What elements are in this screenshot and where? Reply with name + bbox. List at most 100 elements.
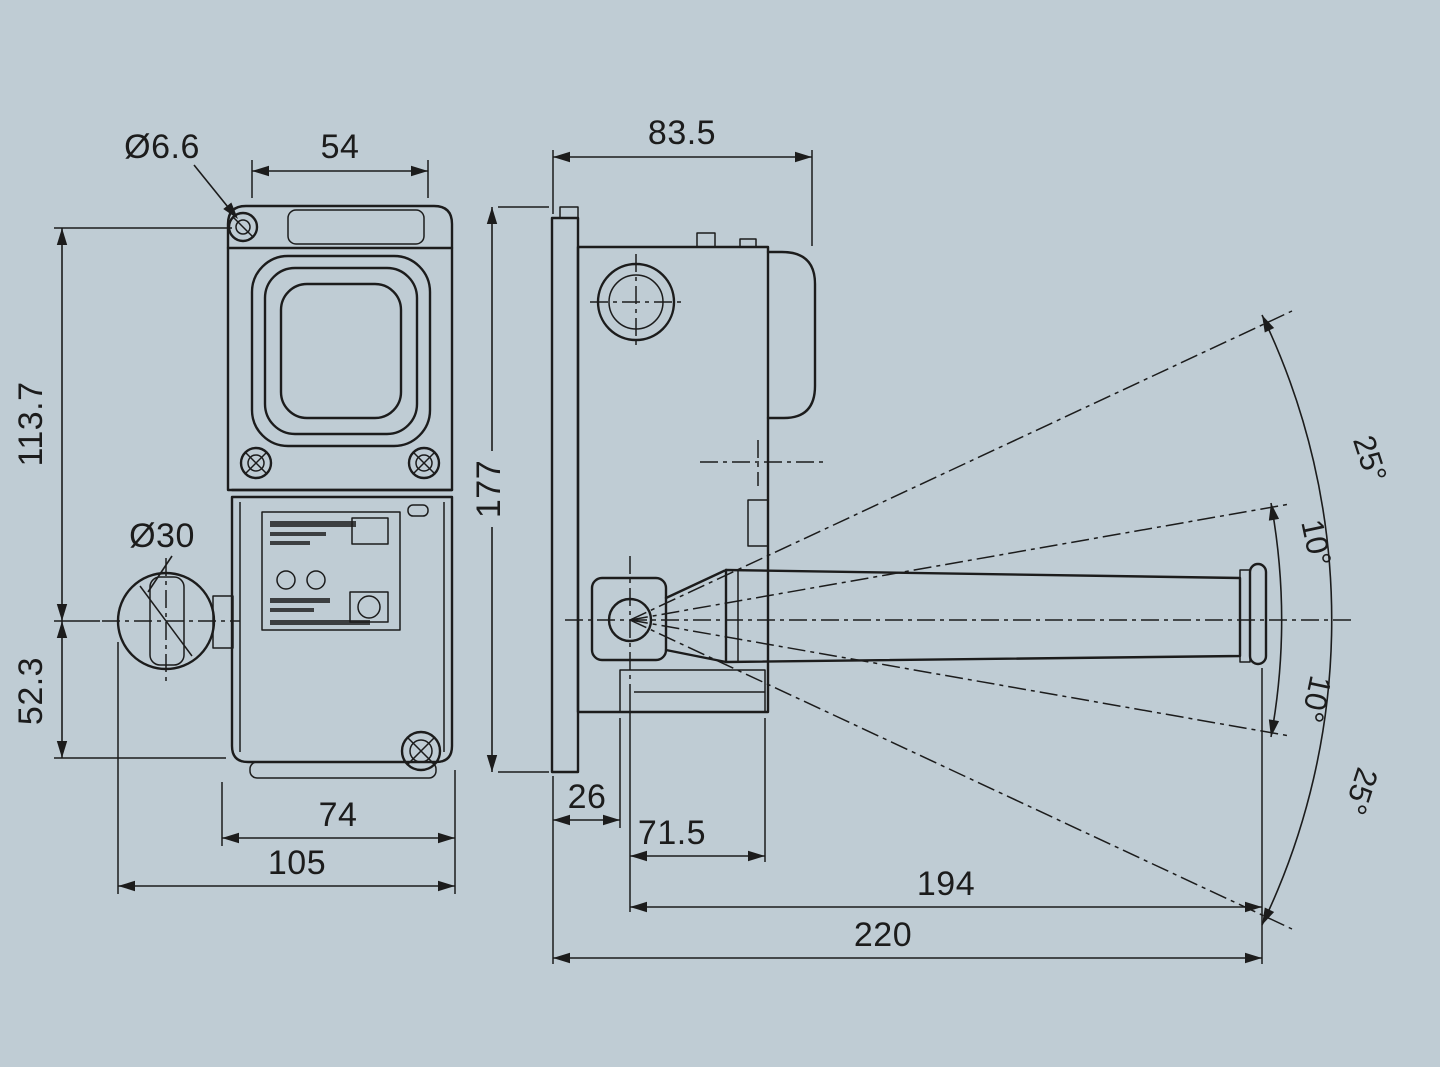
dim-height-177: 177 bbox=[470, 206, 549, 773]
arrowhead-icon bbox=[553, 814, 570, 826]
front-view: 54 Ø6.6 113.7 52.3 Ø30 bbox=[12, 128, 456, 894]
head-screw-right-inner bbox=[415, 454, 433, 472]
body-screw-cross bbox=[406, 736, 436, 766]
body-screw-inner bbox=[409, 739, 433, 763]
head-screw-left-cross bbox=[244, 451, 268, 475]
lever-roller-end bbox=[1248, 562, 1268, 666]
dim-upper-height-113-7: 113.7 bbox=[12, 227, 232, 621]
dim-depth-label: 83.5 bbox=[648, 114, 716, 152]
roller-bracket bbox=[212, 595, 234, 649]
head-opening-mid bbox=[263, 266, 419, 436]
head-lobe bbox=[766, 250, 817, 420]
dim-upper-height-label: 113.7 bbox=[12, 381, 50, 466]
lever-arm bbox=[724, 568, 1242, 664]
arrowhead-icon bbox=[486, 207, 498, 224]
label-plate bbox=[261, 511, 401, 631]
top-tab-2 bbox=[739, 238, 757, 248]
dim-roller-diameter-label: Ø30 bbox=[129, 517, 195, 555]
bottom-block bbox=[619, 669, 766, 713]
swing-line-up-25 bbox=[629, 310, 1293, 621]
head-screw-right bbox=[407, 446, 441, 480]
body-foot bbox=[249, 761, 437, 779]
dim-lever-reach-label: 194 bbox=[917, 865, 975, 903]
dim-head-width-54: 54 bbox=[251, 128, 429, 198]
dim-overall-length-label: 220 bbox=[854, 916, 912, 954]
swing-line-down-10 bbox=[629, 619, 1291, 737]
dim-lever-reach-194: 194 bbox=[630, 668, 1263, 964]
arrowhead-icon bbox=[795, 151, 812, 163]
arrowhead-icon bbox=[1265, 502, 1280, 521]
arrowhead-icon bbox=[56, 228, 68, 245]
swing-line-down-25 bbox=[629, 619, 1293, 930]
angle-lower-outer-label: 25° bbox=[1337, 764, 1385, 819]
arrowhead-icon bbox=[222, 832, 239, 844]
head-cap-inset bbox=[287, 209, 425, 245]
angle-lower-inner-label: 10° bbox=[1294, 673, 1338, 726]
arrowhead-icon bbox=[748, 850, 765, 862]
arrowhead-icon bbox=[252, 165, 269, 177]
head-screw-left-inner bbox=[247, 454, 265, 472]
mounting-plate-notch bbox=[559, 206, 579, 219]
mounting-screw bbox=[227, 211, 259, 243]
mounting-screw-inner bbox=[235, 219, 251, 235]
arrowhead-icon bbox=[486, 755, 498, 772]
dim-overall-width-label: 105 bbox=[268, 844, 326, 882]
arrowhead-icon bbox=[603, 814, 620, 826]
arrowhead-icon bbox=[56, 604, 68, 621]
head-screw-left bbox=[239, 446, 273, 480]
dim-height-label: 177 bbox=[470, 460, 508, 518]
arrowhead-icon bbox=[56, 741, 68, 758]
angle-arc-outer bbox=[1261, 314, 1333, 926]
arrowhead-icon bbox=[1257, 907, 1275, 928]
body-screw bbox=[400, 730, 442, 772]
body-slot bbox=[407, 504, 429, 517]
dim-base-offset-26: 26 bbox=[553, 718, 621, 828]
dim-hole-diameter: Ø6.6 bbox=[124, 128, 243, 223]
angle-arc-inner bbox=[1270, 502, 1283, 738]
dim-depth-83-5: 83.5 bbox=[552, 114, 813, 246]
arrowhead-icon bbox=[553, 952, 570, 964]
dim-hole-diameter-label: Ø6.6 bbox=[124, 128, 200, 166]
swing-centerlines bbox=[565, 310, 1356, 930]
top-tab-1 bbox=[696, 232, 716, 248]
angle-upper-outer-label: 25° bbox=[1346, 431, 1394, 486]
arrowhead-icon bbox=[118, 880, 135, 892]
arrowhead-icon bbox=[438, 832, 455, 844]
arrowhead-icon bbox=[411, 165, 428, 177]
arrowhead-icon bbox=[630, 901, 647, 913]
dim-overall-length-220: 220 bbox=[552, 776, 1262, 964]
front-switch-body bbox=[102, 204, 454, 779]
pivot-housing bbox=[590, 576, 668, 662]
arrowhead-icon bbox=[438, 880, 455, 892]
arrowhead-icon bbox=[1257, 312, 1275, 333]
dim-pivot-offset-71-5: 71.5 bbox=[629, 700, 766, 912]
head-opening-inner bbox=[279, 282, 403, 420]
dim-pivot-offset-label: 71.5 bbox=[638, 814, 706, 852]
dim-body-width-label: 74 bbox=[319, 796, 358, 834]
mounting-plate bbox=[550, 216, 580, 774]
dim-base-offset-label: 26 bbox=[568, 778, 607, 816]
head-opening-outer bbox=[250, 254, 432, 448]
head-screw-right-cross bbox=[412, 451, 436, 475]
mounting-screw-slot bbox=[232, 216, 254, 238]
side-switch-body bbox=[550, 206, 1268, 774]
dim-lower-height-52-3: 52.3 bbox=[12, 620, 226, 759]
side-body-outline bbox=[576, 245, 770, 714]
arrowhead-icon bbox=[1265, 719, 1280, 738]
angle-upper-inner-label: 10° bbox=[1294, 516, 1338, 569]
dim-body-width-74: 74 bbox=[221, 770, 456, 894]
lever-cone bbox=[664, 568, 728, 664]
lever-end-band bbox=[1239, 569, 1251, 663]
arrowhead-icon bbox=[630, 850, 647, 862]
dim-head-width-label: 54 bbox=[321, 128, 360, 166]
side-view: 25° 10° 10° 25° 83.5 177 26 bbox=[470, 114, 1394, 964]
swing-line-up-10 bbox=[629, 503, 1291, 621]
head-outline bbox=[226, 204, 454, 492]
side-detail-block bbox=[747, 499, 769, 547]
dim-lower-height-label: 52.3 bbox=[12, 657, 50, 725]
arrowhead-icon bbox=[1245, 952, 1262, 964]
arrowhead-icon bbox=[56, 621, 68, 638]
dim-overall-width-105: 105 bbox=[117, 642, 455, 894]
dim-roller-diameter: Ø30 bbox=[129, 517, 195, 593]
